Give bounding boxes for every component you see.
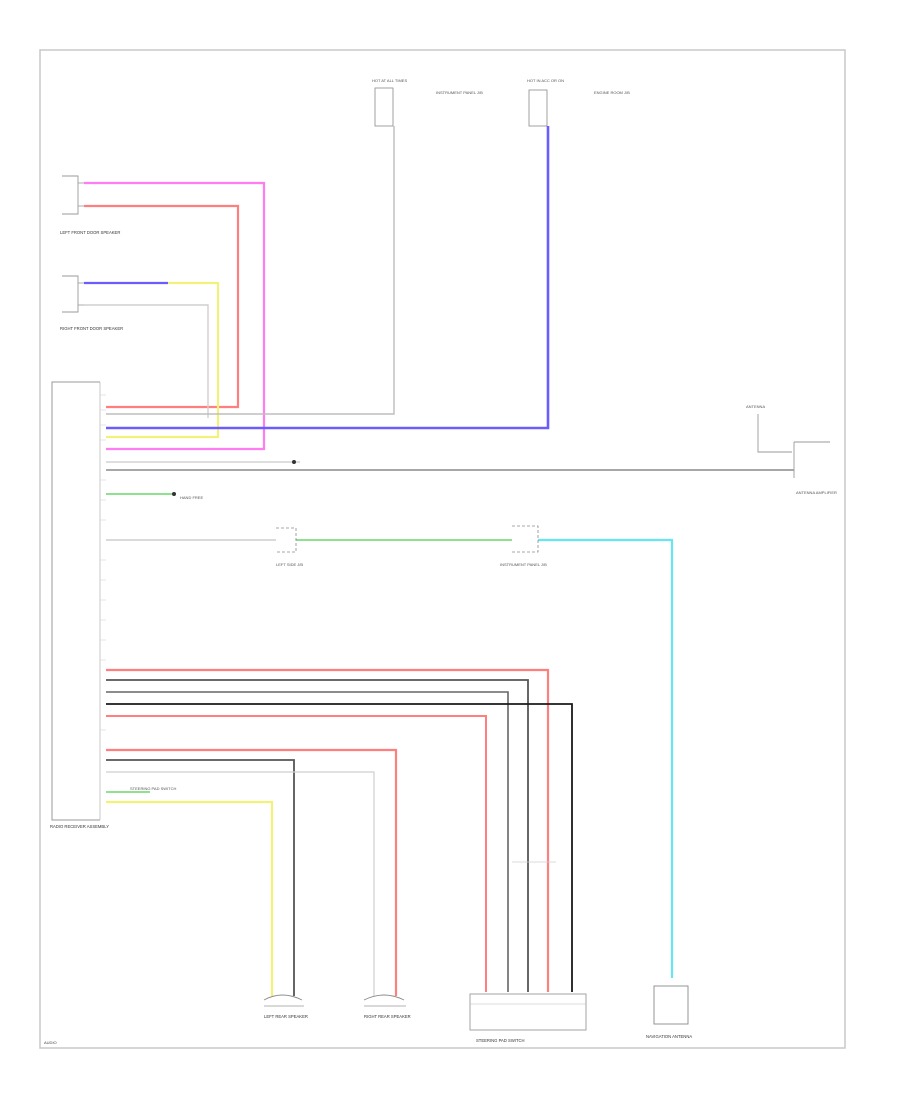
antenna-label: ANTENNA xyxy=(746,404,765,409)
steering-sub-label: STEERING PAD SWITCH xyxy=(130,786,176,791)
corner-tag: AUDIO xyxy=(44,1040,57,1045)
svg-text:HOT IN ACC OR ON: HOT IN ACC OR ON xyxy=(527,78,564,83)
wire-red-right-rear xyxy=(106,748,398,996)
left-front-door-speaker: LEFT FRONT DOOR SPEAKER xyxy=(60,175,120,235)
svg-text:INSTRUMENT PANEL J/B: INSTRUMENT PANEL J/B xyxy=(436,90,483,95)
wire-dark-left-rear xyxy=(106,759,295,996)
inline-connector-left: LEFT SIDE J/B xyxy=(276,527,303,567)
wire-black-steering xyxy=(106,703,573,992)
left-rear-speaker: LEFT REAR SPEAKER xyxy=(263,994,308,1019)
svg-text:STEERING PAD SWITCH: STEERING PAD SWITCH xyxy=(476,1038,525,1043)
wire-pink xyxy=(84,181,266,451)
hand-free-label: HAND FREE xyxy=(180,495,203,500)
svg-text:ENGINE ROOM J/B: ENGINE ROOM J/B xyxy=(594,90,630,95)
wire-gray-right-front xyxy=(84,304,209,418)
svg-text:RIGHT FRONT DOOR SPEAKER: RIGHT FRONT DOOR SPEAKER xyxy=(60,326,123,331)
wire-dark-steering-1 xyxy=(106,679,529,992)
fuse-box-2: HOT IN ACC OR ON ENGINE ROOM J/B xyxy=(527,78,630,127)
wire-yellow-right-front xyxy=(106,281,220,439)
radio-receiver-label: RADIO RECEIVER ASSEMBLY xyxy=(50,824,109,829)
wire-yellow-left-rear xyxy=(106,800,274,996)
svg-text:LEFT REAR SPEAKER: LEFT REAR SPEAKER xyxy=(264,1014,308,1019)
svg-text:LEFT FRONT DOOR SPEAKER: LEFT FRONT DOOR SPEAKER xyxy=(60,230,120,235)
svg-text:HOT AT ALL TIMES: HOT AT ALL TIMES xyxy=(372,78,407,83)
right-front-door-speaker: RIGHT FRONT DOOR SPEAKER xyxy=(60,275,123,331)
svg-text:NAVIGATION ANTENNA: NAVIGATION ANTENNA xyxy=(646,1034,692,1039)
wire-gray-right-rear xyxy=(106,771,375,996)
wire-blue-fuse-2 xyxy=(106,126,550,430)
navigation-antenna: NAVIGATION ANTENNA xyxy=(646,985,692,1039)
wire-gray-fuse-1 xyxy=(106,126,395,415)
wire-dark-steering-2 xyxy=(106,691,509,992)
svg-text:INSTRUMENT PANEL J/B: INSTRUMENT PANEL J/B xyxy=(500,562,547,567)
wire-red-left-front xyxy=(84,204,240,409)
inline-connector-right: INSTRUMENT PANEL J/B xyxy=(500,525,547,567)
steering-pad-switch: STEERING PAD SWITCH xyxy=(469,993,587,1043)
wire-red-steering-2 xyxy=(106,715,487,992)
right-rear-speaker: RIGHT REAR SPEAKER xyxy=(363,994,411,1019)
radio-receiver-connector: RADIO RECEIVER ASSEMBLY xyxy=(50,381,109,829)
wire-cyan xyxy=(538,538,674,978)
svg-text:LEFT SIDE J/B: LEFT SIDE J/B xyxy=(276,562,303,567)
fuse-box-1: HOT AT ALL TIMES INSTRUMENT PANEL J/B xyxy=(372,78,483,127)
svg-text:RIGHT REAR SPEAKER: RIGHT REAR SPEAKER xyxy=(364,1014,411,1019)
diagram-frame xyxy=(39,49,846,1049)
svg-text:ANTENNA AMPLIFIER: ANTENNA AMPLIFIER xyxy=(796,490,837,495)
wire-red-steering-1 xyxy=(106,668,550,992)
antenna-amplifier: ANTENNA ANTENNA AMPLIFIER xyxy=(746,404,837,495)
